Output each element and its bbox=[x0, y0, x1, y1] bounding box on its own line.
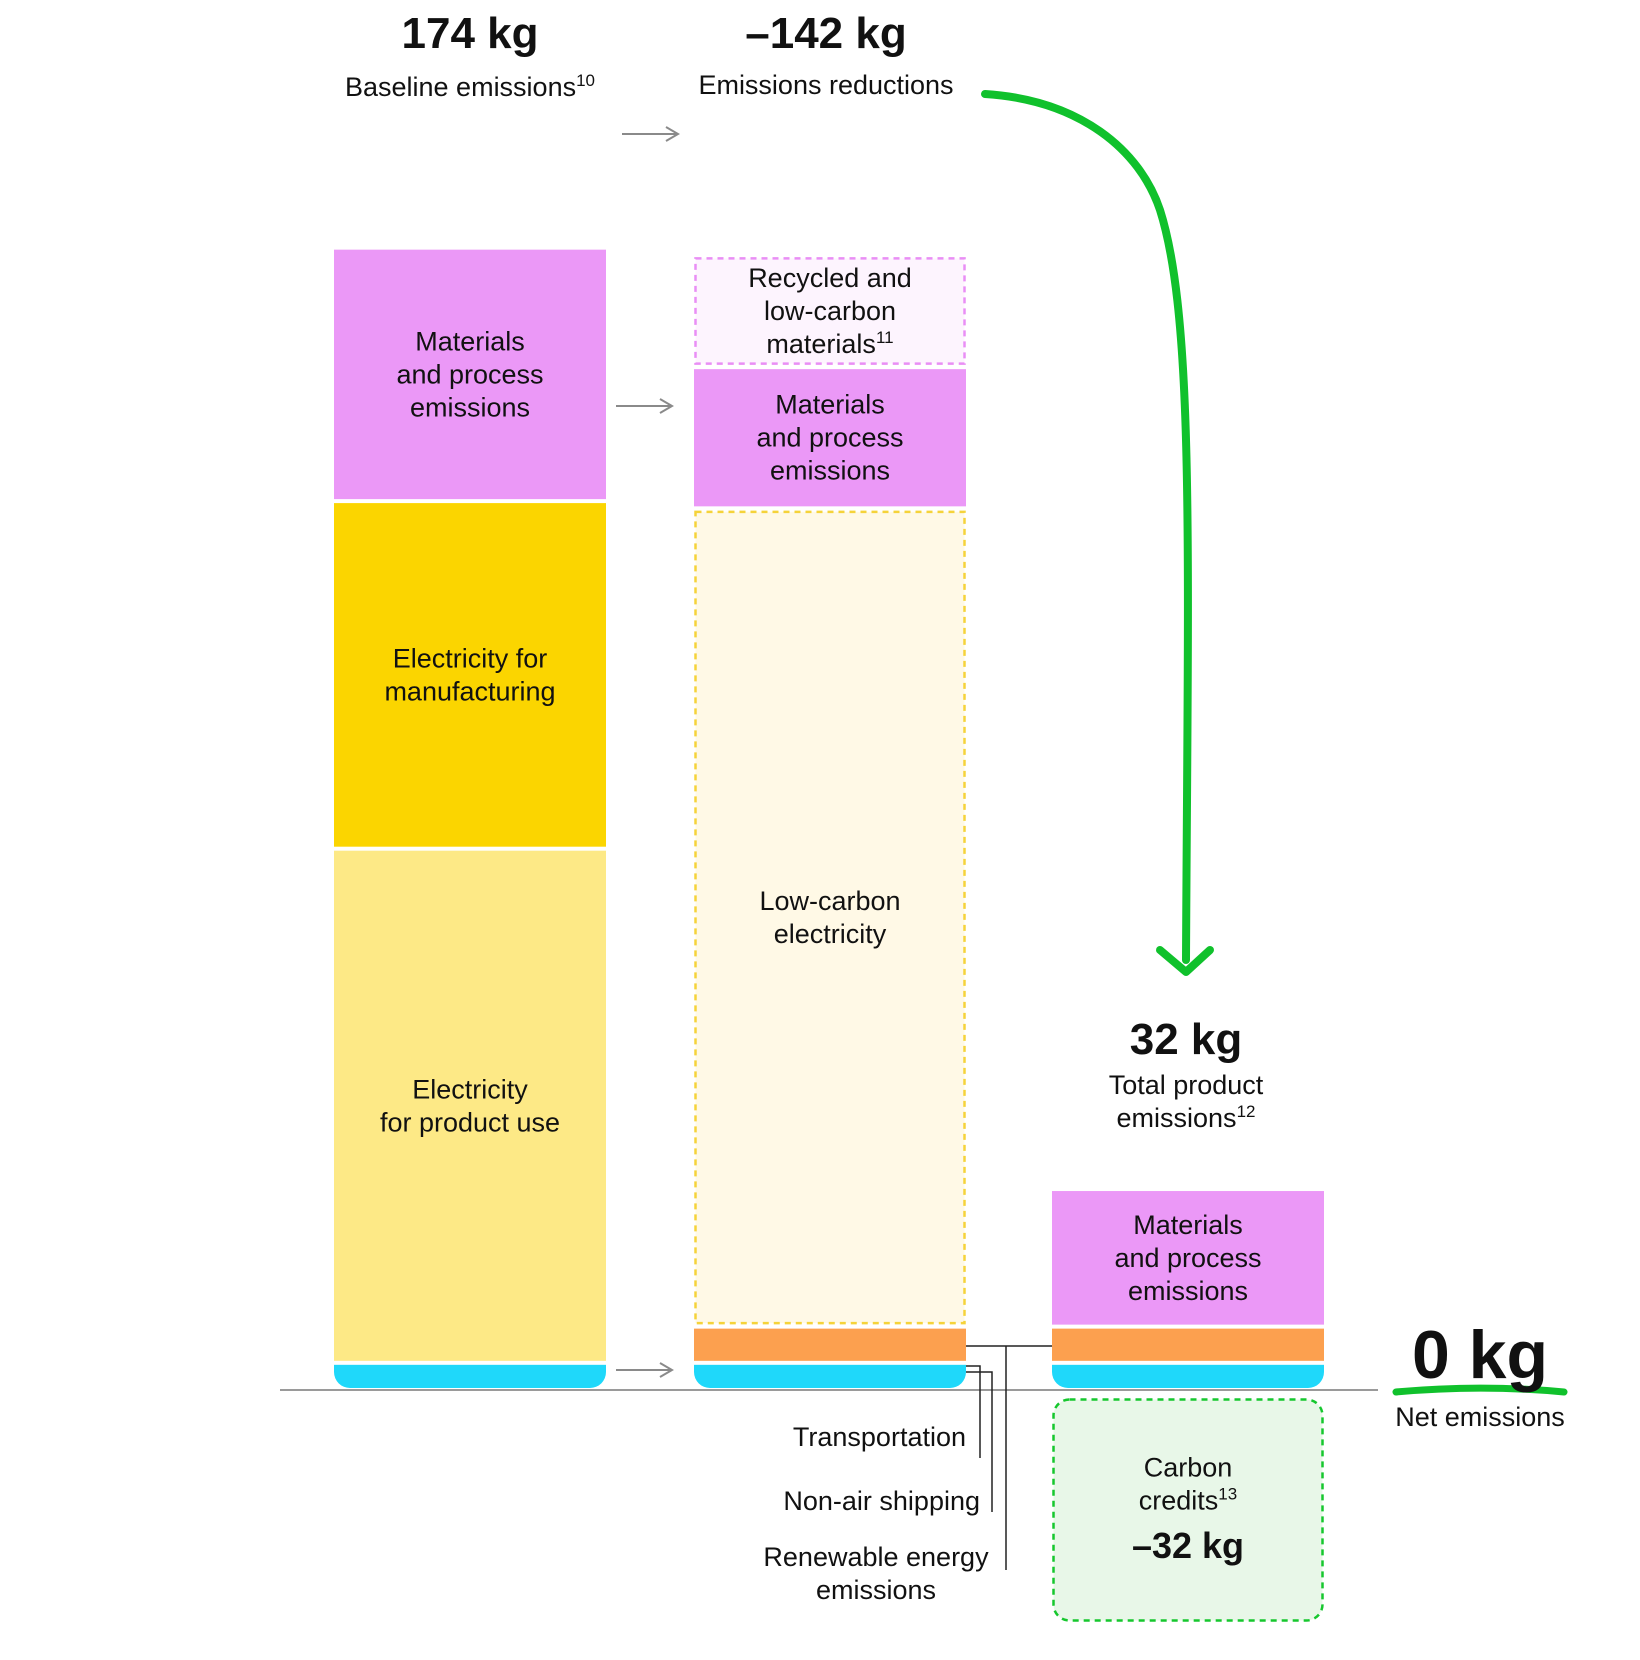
callout-transportation-line bbox=[966, 1365, 981, 1458]
green-arrow-head bbox=[1156, 946, 1214, 976]
tot-materials-bar bbox=[1052, 1191, 1324, 1325]
net-label: Net emissions bbox=[1395, 1402, 1565, 1432]
callout-transportation-label: Transportation bbox=[793, 1422, 966, 1452]
reductions-title: Emissions reductions bbox=[698, 70, 953, 100]
red-renewable-bar bbox=[694, 1364, 966, 1388]
net-value-label: 0 kg bbox=[1412, 1317, 1548, 1393]
green-curved-arrow bbox=[981, 90, 1192, 964]
arrow-top-head bbox=[665, 126, 680, 142]
red-low-carbon-bar bbox=[694, 510, 966, 1325]
total-column bbox=[1052, 1191, 1324, 1388]
red-recycled-bar bbox=[694, 257, 966, 365]
red-materials-bar bbox=[694, 369, 966, 507]
reductions-column bbox=[694, 257, 966, 1388]
base-renewable-bar bbox=[334, 1364, 606, 1388]
red-transport-bar bbox=[694, 1328, 966, 1361]
reductions-value-label: –142 kg bbox=[745, 9, 906, 58]
base-materials-bar bbox=[334, 249, 606, 500]
net-underline bbox=[1392, 1384, 1568, 1396]
arrow-mid-head bbox=[659, 398, 674, 414]
carbon-credits-value: –32 kg bbox=[1132, 1525, 1244, 1566]
callout-non-air-line bbox=[966, 1371, 993, 1512]
baseline-column bbox=[334, 249, 606, 1388]
baseline-title: Baseline emissions10 bbox=[345, 71, 595, 102]
callout-non-air-shipping-label: Non-air shipping bbox=[783, 1486, 980, 1516]
carbon-credits-box bbox=[1052, 1398, 1324, 1622]
base-elec-mfg-bar bbox=[334, 503, 606, 847]
tot-transport-bar bbox=[1052, 1328, 1324, 1361]
arrow-bottom-head bbox=[659, 1362, 674, 1378]
tot-renewable-bar bbox=[1052, 1364, 1324, 1388]
base-elec-use-bar bbox=[334, 850, 606, 1361]
total-value-label: 32 kg bbox=[1130, 1015, 1243, 1064]
baseline-value-label: 174 kg bbox=[402, 9, 539, 58]
